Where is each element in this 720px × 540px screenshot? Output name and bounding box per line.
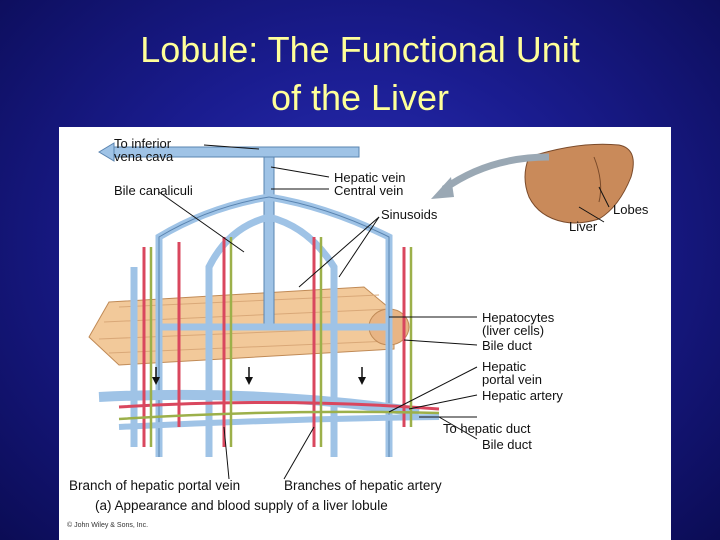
slide-title: Lobule: The Functional Unit of the Liver bbox=[0, 26, 720, 122]
label-liver: Liver bbox=[569, 219, 598, 234]
label-hepatic: Hepatic bbox=[482, 359, 527, 374]
ivc-arrow-left bbox=[98, 142, 115, 162]
label-hepatic-artery: Hepatic artery bbox=[482, 388, 563, 403]
vein-outlines bbox=[158, 196, 390, 457]
label-branch-portal-vein: Branch of hepatic portal vein bbox=[69, 478, 241, 493]
copyright-notice: © John Wiley & Sons, Inc. bbox=[67, 522, 149, 529]
central-vein bbox=[263, 156, 275, 328]
label-bile-canaliculi: Bile canaliculi bbox=[114, 183, 193, 198]
artery-branches bbox=[118, 237, 440, 447]
label-vena-cava: vena cava bbox=[114, 149, 174, 164]
bile-duct-branches bbox=[118, 237, 440, 447]
label-bile-duct: Bile duct bbox=[482, 338, 532, 353]
liver-lobe-line bbox=[593, 156, 602, 203]
figure-caption: (a) Appearance and blood supply of a liv… bbox=[95, 498, 388, 513]
lobule-diagram bbox=[88, 142, 634, 480]
leader-lines bbox=[158, 144, 610, 480]
label-hepatocytes: Hepatocytes bbox=[482, 310, 555, 325]
label-to-inferior: To inferior bbox=[114, 136, 172, 151]
label-lobes: Lobes bbox=[613, 202, 649, 217]
label-branches-hepatic-artery: Branches of hepatic artery bbox=[284, 478, 442, 493]
label-portal-vein: portal vein bbox=[482, 372, 542, 387]
label-sinusoids: Sinusoids bbox=[381, 207, 438, 222]
zoom-arrow bbox=[441, 153, 550, 192]
title-line-2: of the Liver bbox=[270, 77, 450, 118]
flow-arrows bbox=[152, 367, 366, 385]
label-liver-cells: (liver cells) bbox=[482, 323, 545, 338]
title-line-1: Lobule: The Functional Unit bbox=[140, 29, 580, 70]
label-bile-duct-2: Bile duct bbox=[482, 437, 532, 452]
label-hepatic-vein: Hepatic vein bbox=[334, 170, 406, 185]
label-to-hepatic-duct: To hepatic duct bbox=[443, 421, 531, 436]
zoom-arrow-head bbox=[431, 177, 454, 199]
liver-lobule-figure: To inferior vena cava Bile canaliculi He… bbox=[59, 127, 671, 540]
portal-vein-base-2 bbox=[118, 414, 440, 430]
label-central-vein: Central vein bbox=[334, 183, 404, 198]
